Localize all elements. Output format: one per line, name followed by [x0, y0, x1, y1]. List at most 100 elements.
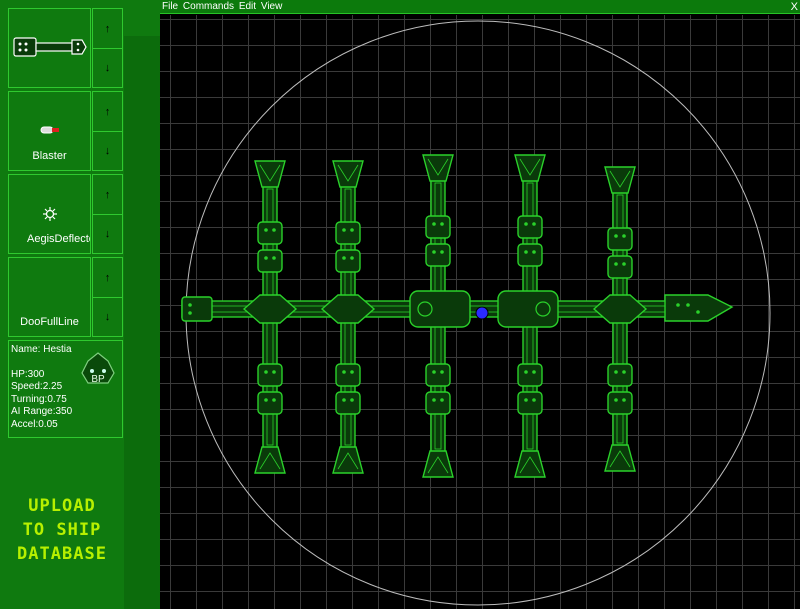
ship-rivet	[350, 370, 354, 374]
part-slot-aegis-deflector[interactable]: AegisDeflector	[8, 174, 91, 254]
ship-rivet	[272, 370, 276, 374]
ship-hub-right	[497, 290, 559, 328]
ship-ai-range: AI Range:350	[11, 406, 73, 417]
ship-connector	[425, 215, 451, 239]
ship-rivet	[272, 228, 276, 232]
menu-file[interactable]: File	[162, 1, 179, 12]
part-slot-label: DooFullLine	[20, 316, 79, 328]
part-slot-blaster[interactable]: Blaster	[8, 91, 91, 171]
ship-rivet	[432, 398, 436, 402]
ship-connector	[335, 391, 361, 415]
ship-connector	[257, 249, 283, 273]
ship-rivet	[524, 222, 528, 226]
thruster-detail	[609, 170, 631, 188]
thruster-top	[604, 166, 636, 194]
ship-rivet	[264, 398, 268, 402]
ship-turning: Turning:0.75	[11, 393, 67, 405]
ship-rivet	[532, 222, 536, 226]
part-slot-label: AegisDeflector	[27, 233, 90, 245]
ship-rivet	[188, 303, 192, 307]
ship-junction	[320, 294, 376, 324]
close-button[interactable]: X	[790, 1, 798, 13]
ship-rivet	[622, 262, 626, 266]
ship-connector	[517, 363, 543, 387]
part-slot-scroll: ↑ ↓	[92, 257, 123, 337]
ship-name: Name: Hestia	[11, 344, 72, 355]
scroll-down-button[interactable]: ↓	[104, 310, 111, 323]
scroll-up-button[interactable]: ↑	[93, 9, 122, 49]
sidebar-bevel	[124, 36, 160, 609]
ship-rivet	[350, 398, 354, 402]
scroll-down-button[interactable]: ↓	[104, 61, 111, 74]
ship-rivet	[264, 256, 268, 260]
thruster-top	[254, 160, 286, 188]
ship-rivet	[272, 256, 276, 260]
ship-rivet	[614, 262, 618, 266]
scroll-down-button[interactable]: ↓	[104, 227, 111, 240]
ship-speed: Speed:2.25	[11, 381, 63, 392]
blueprint-badge-label: BP	[91, 374, 105, 385]
ship-connector	[335, 221, 361, 245]
ship-rivet	[264, 370, 268, 374]
thruster-detail	[519, 456, 541, 474]
ship-hub-ring	[417, 301, 433, 317]
menu-edit[interactable]: Edit	[238, 1, 257, 12]
part-slot-scroll: ↑ ↓	[92, 8, 123, 88]
scroll-up-button[interactable]: ↑	[93, 258, 122, 298]
ship-rivet	[524, 250, 528, 254]
ship-nose	[664, 294, 734, 322]
menu-bar: File Commands Edit View X	[158, 0, 800, 14]
ship-accel: Accel:0.05	[11, 418, 58, 430]
ship-rivet	[614, 370, 618, 374]
ship-connector	[257, 363, 283, 387]
upload-label-line: TO SHIP	[22, 520, 102, 540]
part-slot-connector[interactable]	[8, 8, 91, 88]
ship-rivet	[696, 310, 700, 314]
upload-label-line: UPLOAD	[28, 496, 96, 516]
connector-strut-icon	[12, 37, 87, 57]
menu-view[interactable]: View	[260, 1, 283, 12]
ship-connector	[517, 391, 543, 415]
ship-rivet	[686, 303, 690, 307]
menu-commands[interactable]: Commands	[182, 1, 235, 12]
thruster-top	[332, 160, 364, 188]
ship-connector	[425, 363, 451, 387]
scroll-up-button[interactable]: ↑	[93, 175, 122, 215]
ship-rivet	[440, 398, 444, 402]
ship-rivet	[622, 234, 626, 238]
scroll-down-button[interactable]: ↓	[104, 144, 111, 157]
thruster-detail	[609, 450, 631, 468]
ship-rivet	[432, 222, 436, 226]
ship-rivet	[440, 250, 444, 254]
part-slot-scroll: ↑ ↓	[92, 91, 123, 171]
ship-rivet	[622, 370, 626, 374]
thruster-detail	[519, 158, 541, 176]
ship-connector	[425, 243, 451, 267]
ship-rivet	[440, 370, 444, 374]
thruster-detail	[259, 452, 281, 470]
part-slot-doo-full-line[interactable]: DooFullLine	[8, 257, 91, 337]
blueprint-badge-icon[interactable]: BP	[80, 351, 116, 387]
ship-connector	[257, 391, 283, 415]
upload-label-line: DATABASE	[17, 544, 107, 564]
thruster-detail	[427, 158, 449, 176]
upload-to-database-button[interactable]: UPLOAD TO SHIP DATABASE	[6, 494, 118, 578]
ship-rivet	[614, 398, 618, 402]
ship-rear-module	[181, 296, 213, 322]
thruster-detail	[337, 164, 359, 182]
ship-junction	[242, 294, 298, 324]
ship-connector	[335, 249, 361, 273]
ship-editor-canvas[interactable]	[160, 15, 800, 609]
thruster-bottom	[514, 450, 546, 478]
ship-blueprint	[181, 20, 771, 606]
ship-rivet	[614, 234, 618, 238]
thruster-detail	[337, 452, 359, 470]
thruster-bottom	[254, 446, 286, 474]
ship-rivet	[524, 398, 528, 402]
ship-connector	[257, 221, 283, 245]
scroll-up-button[interactable]: ↑	[93, 92, 122, 132]
ship-rivet	[532, 398, 536, 402]
ship-rivet	[350, 228, 354, 232]
thruster-detail	[259, 164, 281, 182]
ship-connector	[607, 363, 633, 387]
